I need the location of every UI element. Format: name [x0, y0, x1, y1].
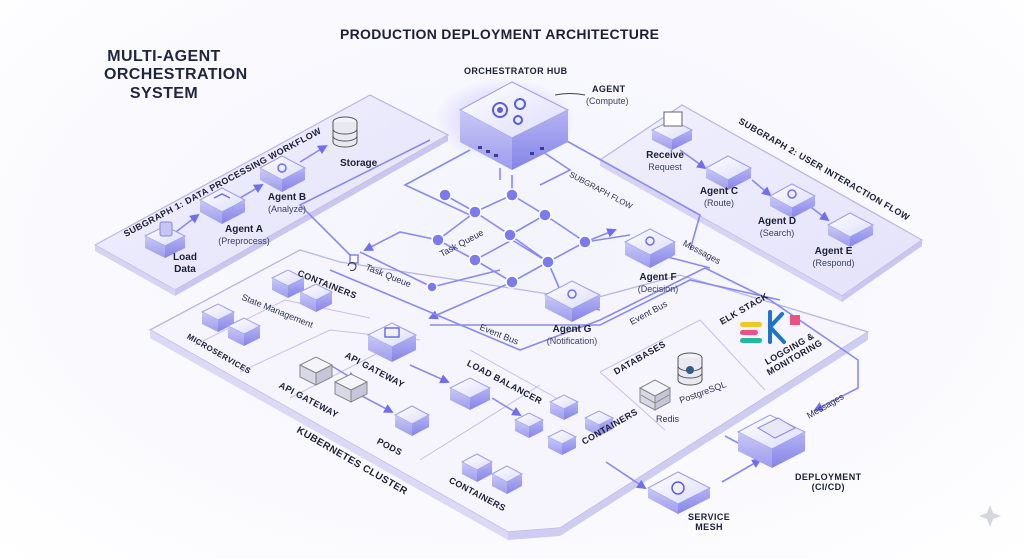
mesh-nodes — [426, 188, 592, 293]
load-data-icon[interactable] — [143, 221, 187, 258]
load-balancer-cube[interactable] — [448, 377, 492, 410]
sparkle-icon — [979, 505, 1001, 527]
subgraph2-panel — [598, 104, 924, 302]
containers-bottom-cubes[interactable] — [460, 453, 524, 494]
agent-d-cube[interactable] — [768, 183, 817, 218]
deployment-box[interactable] — [736, 414, 807, 468]
api-gateway-servers[interactable] — [298, 356, 369, 403]
kubernetes-platform — [148, 249, 870, 540]
agent-f-cube[interactable] — [623, 228, 677, 268]
hub-agent-label: AGENT — [592, 84, 626, 94]
redis-label: Redis — [656, 414, 680, 424]
storage-icon[interactable] — [332, 116, 358, 148]
agent-e-label: Agent E(Respond) — [812, 246, 855, 268]
agent-c-label: Agent C(Route) — [699, 186, 739, 208]
task-queue-node — [349, 254, 359, 264]
agent-a-label: Agent A(Preprocess) — [218, 224, 270, 246]
agent-e-cube[interactable] — [826, 212, 875, 247]
task-queue-pointer — [347, 262, 357, 271]
agent-c-cube[interactable] — [704, 155, 753, 190]
agent-b-cube[interactable] — [258, 155, 307, 192]
postgresql-icon[interactable] — [677, 352, 703, 386]
agent-pointer — [554, 93, 586, 96]
redis-icon[interactable] — [638, 379, 672, 411]
agent-b-label: Agent B(Analyze) — [267, 192, 307, 214]
microservices-cubes[interactable] — [200, 303, 262, 346]
agent-f-label: Agent F(Decision) — [637, 272, 679, 294]
agent-g-cube[interactable] — [543, 280, 602, 322]
page-title: PRODUCTION DEPLOYMENT ARCHITECTURE — [340, 26, 660, 42]
containers-mid-cubes[interactable] — [513, 394, 615, 455]
hub-agent-sub: (Compute) — [586, 96, 629, 106]
containers-top-cubes[interactable] — [270, 269, 334, 312]
storage-label: Storage — [340, 158, 378, 169]
elk-logo-icon — [740, 310, 800, 344]
receive-request-icon[interactable] — [650, 111, 694, 150]
deployment-label: DEPLOYMENT(CI/CD) — [795, 472, 862, 493]
agent-d-label: Agent D(Search) — [757, 216, 797, 238]
agent-g-label: Agent G(Notification) — [546, 324, 598, 346]
pods-cube[interactable] — [393, 405, 431, 436]
service-mesh-box[interactable] — [646, 471, 712, 514]
agent-a-cube[interactable] — [198, 187, 247, 224]
gear-icon — [492, 98, 526, 125]
orchestrator-hub-box[interactable] — [435, 78, 575, 170]
api-gateway-cube[interactable] — [366, 322, 418, 362]
hub-title: ORCHESTRATOR HUB — [464, 66, 568, 76]
